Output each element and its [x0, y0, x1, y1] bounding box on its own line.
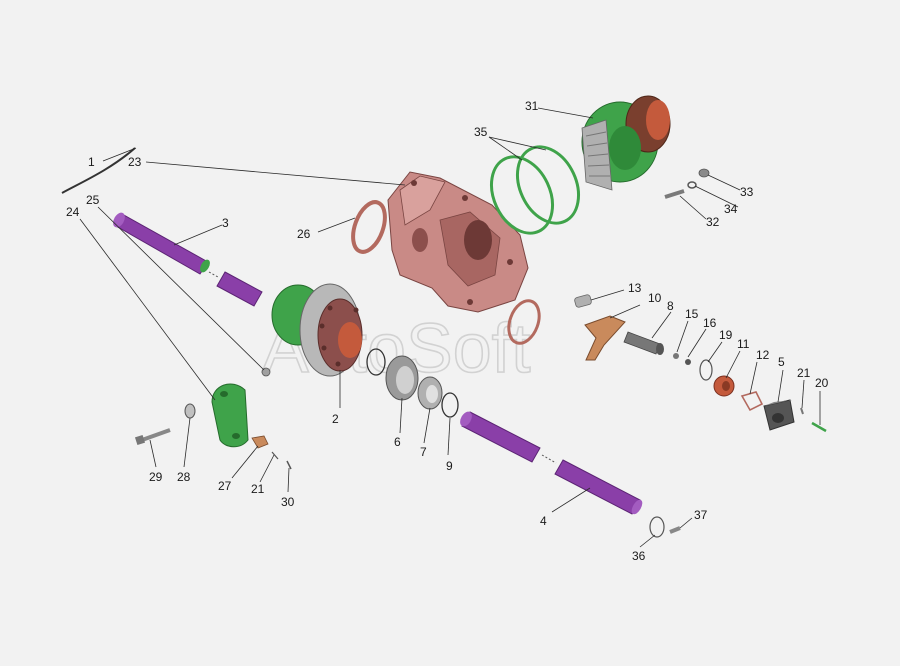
part-24-bearing-cap	[211, 383, 249, 448]
part-5-cover	[763, 399, 795, 431]
part-21-pin-right	[800, 407, 804, 415]
callout-11: 11	[737, 337, 750, 351]
snap-ring	[366, 348, 386, 376]
part-15-ball	[673, 353, 679, 359]
callout-7: 7	[420, 445, 427, 459]
part-37-bolt	[669, 526, 681, 534]
callout-21-right: 21	[797, 366, 811, 380]
part-20-screw	[811, 421, 827, 433]
callout-37: 37	[694, 508, 708, 522]
callout-30: 30	[281, 495, 295, 509]
part-7-bearing	[417, 376, 443, 410]
callout-9: 9	[446, 459, 453, 473]
callout-35: 35	[474, 125, 488, 139]
part-19-o-ring	[699, 359, 713, 381]
part-11-bushing	[713, 375, 735, 397]
callout-31: 31	[525, 99, 539, 113]
callout-5: 5	[778, 355, 785, 369]
part-8-rod	[623, 331, 664, 355]
callout-2: 2	[332, 412, 339, 426]
callout-19: 19	[719, 328, 733, 342]
part-13-pin	[574, 294, 592, 308]
part-30-pin	[286, 460, 292, 470]
housing-ring	[507, 299, 541, 345]
part-3-half-shaft	[113, 212, 263, 307]
callout-36: 36	[632, 549, 646, 563]
part-27-lock-plate	[251, 435, 269, 449]
callout-32: 32	[706, 215, 720, 229]
part-29-bolt	[134, 428, 171, 446]
part-34-washer	[687, 181, 697, 189]
callout-23: 23	[128, 155, 142, 169]
callout-34: 34	[724, 202, 738, 216]
callout-13: 13	[628, 281, 642, 295]
callout-8: 8	[667, 299, 674, 313]
part-1-wire	[61, 147, 136, 194]
part-32-bolt	[664, 189, 685, 199]
callout-16: 16	[703, 316, 717, 330]
part-33-nut	[698, 168, 710, 178]
callout-10: 10	[648, 291, 662, 305]
callout-25: 25	[86, 193, 100, 207]
callout-29: 29	[149, 470, 163, 484]
leader-lines	[79, 107, 821, 548]
part-21-wire-left	[271, 451, 279, 460]
callout-33: 33	[740, 185, 754, 199]
callout-21-left: 21	[251, 482, 265, 496]
callout-15: 15	[685, 307, 699, 321]
part-4-half-shaft	[460, 411, 643, 515]
callout-27: 27	[218, 479, 232, 493]
callout-26: 26	[297, 227, 311, 241]
callout-4: 4	[540, 514, 547, 528]
callout-28: 28	[177, 470, 191, 484]
callout-3: 3	[222, 216, 229, 230]
part-23-housing	[387, 171, 529, 313]
part-26-ring	[351, 200, 387, 254]
part-6-bearing	[385, 355, 419, 401]
callout-20: 20	[815, 376, 829, 390]
callout-6: 6	[394, 435, 401, 449]
part-28-plate	[184, 403, 196, 419]
part-10-fork	[584, 315, 626, 361]
part-36-o-ring	[649, 516, 665, 538]
part-35-gaskets	[490, 145, 580, 235]
part-16-spring	[685, 359, 691, 365]
part-2-differential	[271, 283, 363, 377]
part-12-gasket	[740, 391, 764, 412]
callout-1: 1	[88, 155, 95, 169]
part-9-snap-ring	[441, 392, 459, 418]
callout-12: 12	[756, 348, 770, 362]
callout-24: 24	[66, 205, 80, 219]
part-31-pinion-assembly	[581, 95, 671, 191]
